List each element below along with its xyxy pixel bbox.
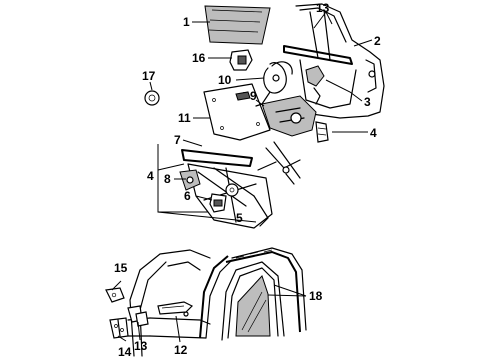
- part-9-regulator-motor: [261, 95, 317, 137]
- label-part-17: 17: [142, 69, 156, 83]
- label-part-16: 16: [192, 51, 206, 65]
- label-part-4-lower: 4: [147, 169, 154, 183]
- label-part-13-top: 13: [316, 1, 330, 15]
- label-part-3: 3: [364, 95, 371, 109]
- label-part-18: 18: [309, 289, 323, 303]
- part-1-door-glass: [204, 5, 271, 45]
- door-shell-assembly: [283, 3, 385, 119]
- label-part-5: 5: [236, 211, 243, 225]
- leader-lines: [111, 11, 373, 343]
- part-12-handle: [157, 301, 194, 315]
- part-6-bracket: [209, 193, 227, 213]
- label-part-6: 6: [184, 189, 191, 203]
- label-part-8: 8: [164, 172, 171, 186]
- label-part-13-bottom: 13: [134, 339, 148, 353]
- label-part-14: 14: [118, 345, 132, 359]
- label-part-7: 7: [174, 133, 181, 147]
- part-17-plug: [144, 90, 160, 106]
- part-16-clip: [229, 49, 253, 71]
- label-part-12: 12: [174, 343, 188, 357]
- part-11-trim-panel: [203, 83, 271, 141]
- label-part-10: 10: [218, 73, 232, 87]
- label-part-1: 1: [183, 15, 190, 29]
- part-13-upper-hinge: [127, 305, 149, 327]
- weatherstrip-assembly: [199, 247, 307, 341]
- quarter-glass: [235, 275, 271, 337]
- part-4-upper-handle: [315, 121, 329, 143]
- label-part-4-upper: 4: [370, 126, 377, 140]
- regulator-arm: [257, 141, 301, 185]
- label-part-11: 11: [178, 111, 191, 125]
- label-part-2: 2: [374, 34, 381, 48]
- part-labels: 1 13 2 16 17 10 9 3 11 4 7 4 8 6 5 15 18…: [114, 1, 381, 359]
- label-part-15: 15: [114, 261, 128, 275]
- part-14-lower-hinge: [109, 317, 129, 339]
- part-15-clip: [105, 287, 125, 303]
- label-part-9: 9: [250, 89, 257, 103]
- part-8-motor: [179, 169, 201, 191]
